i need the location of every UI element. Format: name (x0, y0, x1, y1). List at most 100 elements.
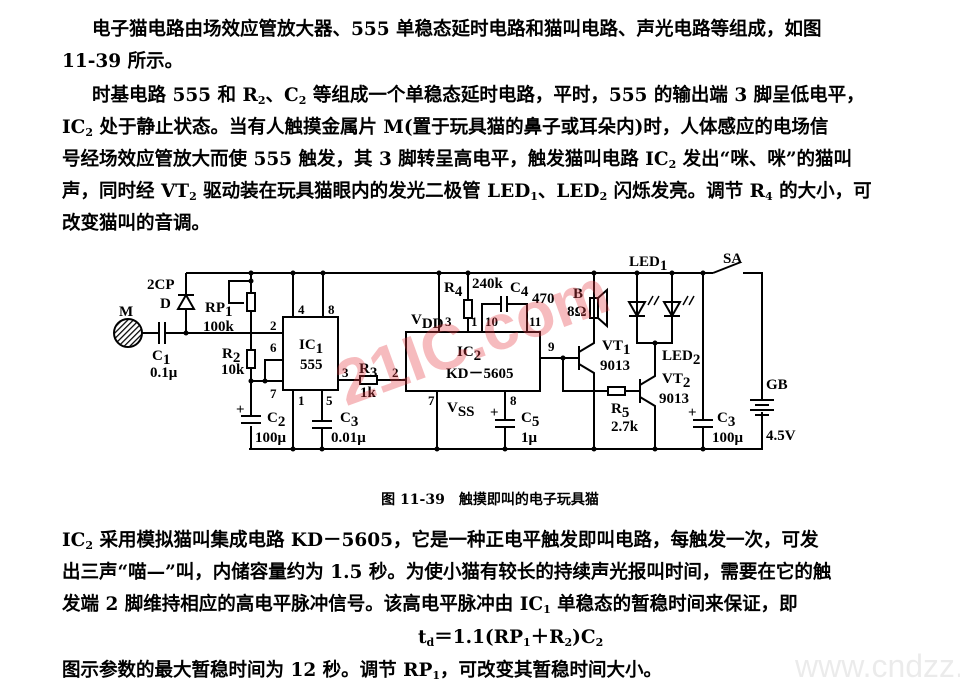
label-ic2: IC2 (457, 344, 481, 364)
led1 (627, 301, 647, 319)
text-segment: 单稳态的暂稳时间来保证，即 (550, 594, 798, 615)
text-segment: 、C (265, 85, 299, 106)
subscript: 2 (564, 636, 573, 649)
capacitor-c3-supply (693, 419, 713, 428)
text-segment: ＝1.1(RP (434, 627, 523, 648)
pin-label: 7 (270, 386, 277, 401)
text-segment: IC (62, 530, 86, 551)
label-led2: LED2 (662, 348, 700, 368)
text-line: 电子猫电路由场效应管放大器、555 单稳态延时电路和猫叫电路、声光电路等组成，如… (92, 18, 822, 42)
resistor-r5 (607, 386, 626, 396)
text-line: 出三声“喵—”叫，内储容量约为 1.5 秒。为使小猫有较长的持续声光报叫时间，需… (62, 561, 831, 585)
top-rail (186, 272, 763, 450)
subscript: 2 (85, 539, 94, 552)
label-rp1-value: 100k (203, 319, 235, 335)
subscript: 2 (189, 190, 197, 203)
label-vdd: VDD (411, 312, 444, 332)
label-r5-value: 2.7k (611, 419, 639, 435)
label-r4-value: 240k (472, 276, 504, 292)
text-line: 11-39 所示。 (62, 50, 183, 74)
text-segment: ＋R (530, 627, 565, 648)
subscript: 4 (765, 190, 773, 203)
pin-label: 3 (445, 314, 452, 329)
label-sa: SA (723, 251, 742, 267)
plus-c2: + (236, 402, 245, 418)
subscript: 1 (432, 669, 441, 682)
speaker-b (589, 287, 608, 329)
label-c5: C5 (521, 410, 539, 430)
subscript: 2 (298, 94, 307, 107)
figure-caption: 图 11-39 触摸即叫的电子玩具猫 (381, 492, 599, 508)
text-segment: )C (572, 627, 596, 648)
text-segment: 11-39 所示。 (62, 51, 184, 72)
label-vt1-value: 9013 (600, 358, 630, 374)
text-segment: 发出“咪、咪”的猫叫 (676, 149, 852, 170)
label-ic1-type: 555 (300, 357, 323, 373)
text-segment: 时基电路 555 和 R (92, 85, 258, 106)
pin-label: 5 (326, 393, 333, 408)
text-segment: 处于静止状态。当有人触摸金属片 M(置于玩具猫的鼻子或耳朵内)时，人体感应的电场… (93, 117, 829, 138)
plus-c5: + (490, 405, 499, 421)
text-segment: 改变猫叫的音调。 (62, 213, 211, 234)
text-segment: 电子猫电路由场效应管放大器、555 单稳态延时电路和猫叫电路、声光电路等组成，如… (92, 19, 822, 40)
text-segment: 号经场效应管放大而使 555 触发，其 3 脚转呈高电平，触发猫叫电路 IC (62, 149, 669, 170)
label-ic2-type: KD－5605 (446, 366, 514, 382)
battery-gb (750, 399, 774, 416)
text-line: IC2 采用模拟猫叫集成电路 KD－5605，它是一种正电平触发即叫电路，每触发… (62, 529, 819, 553)
text-segment: 图示参数的最大暂稳时间为 12 秒。调节 RP (62, 660, 433, 681)
pin-label: 9 (548, 339, 555, 354)
label-c1-value: 0.1μ (150, 365, 178, 381)
label-ic1: IC1 (299, 337, 323, 357)
subscript: d (426, 636, 435, 649)
text-segment: IC (62, 117, 86, 138)
text-segment: 、LED (537, 181, 600, 202)
label-r3: R3 (359, 361, 377, 381)
label-c2: C2 (267, 410, 285, 430)
capacitor-c2 (241, 415, 261, 424)
text-line: 图示参数的最大暂稳时间为 12 秒。调节 RP1，可改变其暂稳时间大小。 (62, 659, 662, 683)
formula: td＝1.1(RP1＋R2)C2 (418, 626, 603, 650)
label-vt1: VT1 (602, 338, 630, 358)
label-c1: C1 (152, 348, 170, 368)
switch-sa (712, 261, 742, 274)
subscript: 1 (530, 190, 538, 203)
label-r4: R4 (444, 280, 463, 300)
label-c4: C4 (510, 280, 529, 300)
subscript: 2 (85, 126, 94, 139)
pin-label: 8 (328, 302, 335, 317)
label-r2-value: 10k (221, 362, 245, 378)
label-r2: R2 (222, 346, 240, 366)
text-segment: 发端 2 脚维持相应的高电平脉冲信号。该高电平脉冲由 IC (62, 594, 544, 615)
subscript: 1 (543, 603, 551, 616)
label-c3-timer: C3 (340, 410, 358, 430)
label-diode-type: 2CP (147, 277, 175, 293)
label-gb: GB (766, 377, 788, 393)
plus-c3-supply: + (688, 405, 697, 421)
label-m: M (119, 304, 133, 320)
text-line: 时基电路 555 和 R2、C2 等组成一个单稳态延时电路，平时，555 的输出… (92, 84, 865, 108)
text-line: IC2 处于静止状态。当有人触摸金属片 M(置于玩具猫的鼻子或耳朵内)时，人体感… (62, 116, 828, 140)
text-segment: 声，同时经 VT (62, 181, 190, 202)
subscript: 2 (257, 94, 266, 107)
label-b: B (573, 286, 583, 302)
pin-label: 11 (529, 314, 541, 329)
touch-plate-m (113, 318, 143, 348)
led2 (662, 301, 682, 319)
resistor-r4 (463, 299, 473, 319)
diode-d (176, 292, 196, 310)
label-c3-timer-value: 0.01μ (331, 430, 366, 446)
label-c3-supply-value: 100μ (712, 430, 744, 446)
capacitor-c4 (500, 296, 508, 312)
pin-label: 1 (471, 314, 478, 329)
pin-label: 2 (270, 318, 277, 333)
text-line: 发端 2 脚维持相应的高电平脉冲信号。该高电平脉冲由 IC1 单稳态的暂稳时间来… (62, 593, 798, 617)
label-rp1: RP1 (205, 300, 233, 320)
label-c3-supply: C3 (717, 410, 735, 430)
potentiometer-rp1 (246, 292, 256, 312)
text-line: 号经场效应管放大而使 555 触发，其 3 脚转呈高电平，触发猫叫电路 IC2 … (62, 148, 852, 172)
label-c5-value: 1μ (521, 430, 538, 446)
subscript: 2 (599, 190, 608, 203)
text-segment: 闪烁发亮。调节 R (607, 181, 765, 202)
pin-label: 4 (298, 302, 305, 317)
